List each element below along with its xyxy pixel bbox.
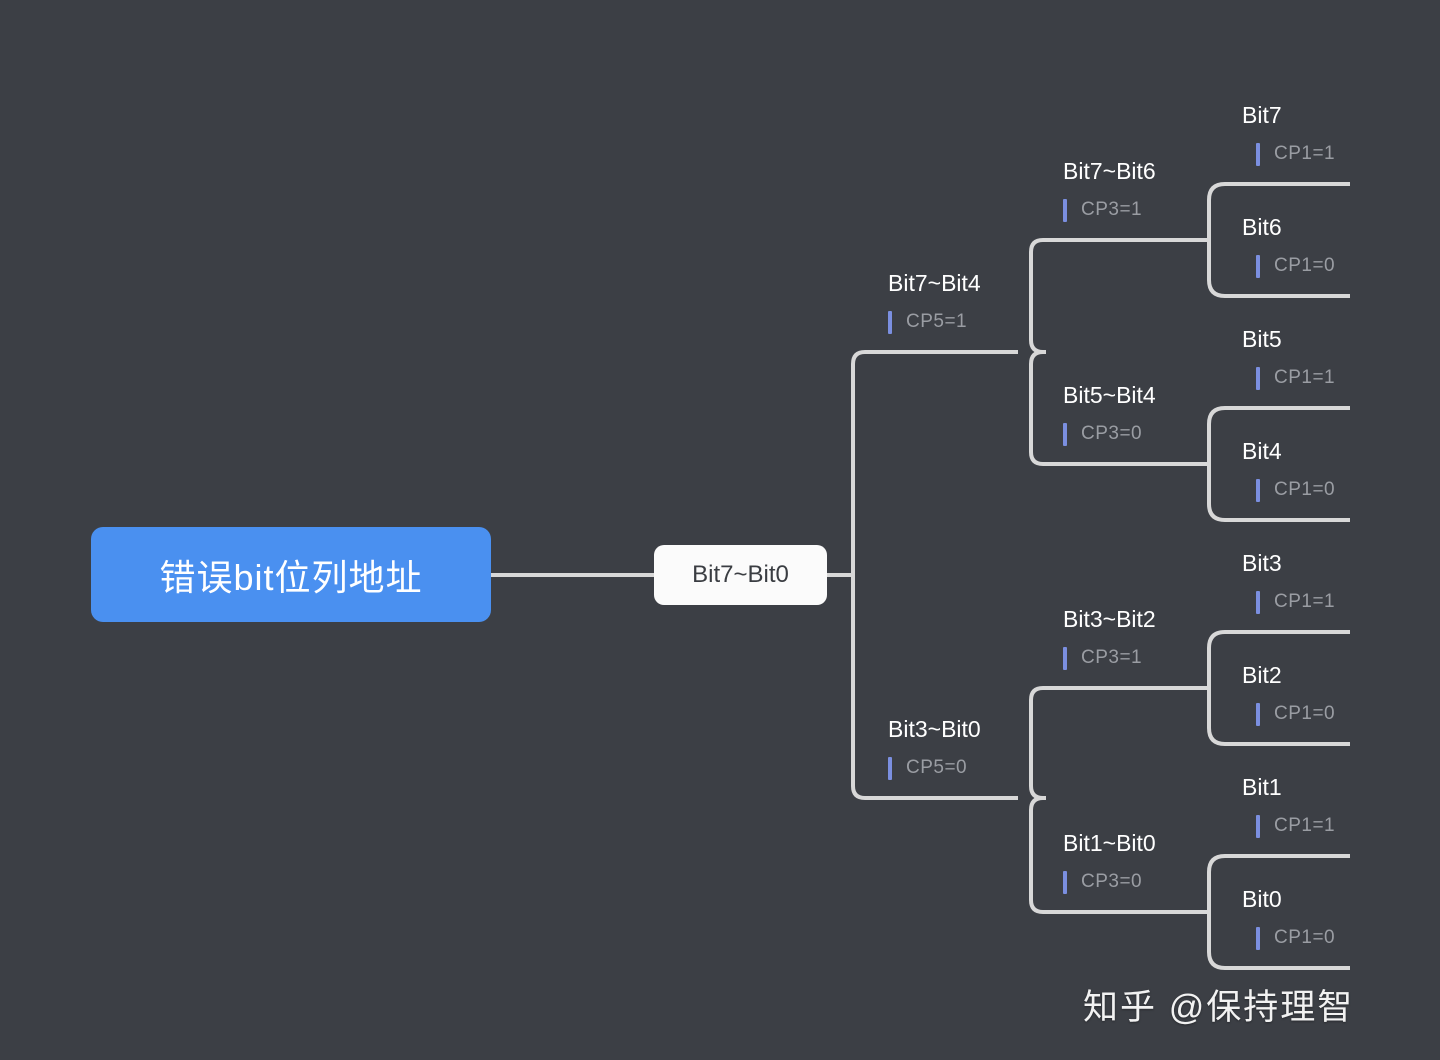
leaf-title: Bit6 [1242,214,1282,240]
leaf-sub-row: CP1=0 [1256,254,1335,278]
leaf-sub-row: CP1=1 [1256,590,1335,614]
leaf-sub-label: CP1=0 [1274,479,1336,500]
branch-title: Bit7~Bit6 [1063,158,1156,184]
branch-sub-label: CP5=1 [906,311,968,332]
root-node[interactable]: 错误bit位列地址 [91,527,491,622]
branch-bit1-bit0[interactable]: Bit1~Bit0 CP3=0 [1063,828,1156,894]
branch-bit3-bit2[interactable]: Bit3~Bit2 CP3=1 [1063,604,1156,670]
leaf-bit1[interactable]: Bit1 CP1=1 [1242,772,1335,838]
branch-bit7-bit4[interactable]: Bit7~Bit4 CP5=1 [888,268,981,334]
branch-title: Bit5~Bit4 [1063,382,1156,408]
accent-bar-icon [1256,142,1260,166]
branch-title: Bit3~Bit0 [888,716,981,742]
accent-bar-icon [1256,478,1260,502]
branch-sub-label: CP5=0 [906,757,968,778]
leaf-sub-row: CP1=0 [1256,478,1335,502]
branch-sub-row: CP3=1 [1063,646,1156,670]
accent-bar-icon [1063,646,1067,670]
branch-sub-row: CP3=0 [1063,422,1156,446]
branch-title: Bit7~Bit4 [888,270,981,296]
leaf-sub-label: CP1=0 [1274,703,1336,724]
branch-title: Bit1~Bit0 [1063,830,1156,856]
leaf-title: Bit7 [1242,102,1282,128]
node-bit7-bit0[interactable]: Bit7~Bit0 [654,545,827,605]
accent-bar-icon [888,310,892,334]
leaf-sub-label: CP1=1 [1274,367,1336,388]
leaf-bit0[interactable]: Bit0 CP1=0 [1242,884,1335,950]
leaf-sub-row: CP1=0 [1256,702,1335,726]
leaf-sub-label: CP1=0 [1274,255,1336,276]
leaf-title: Bit2 [1242,662,1282,688]
leaf-sub-row: CP1=1 [1256,814,1335,838]
branch-sub-row: CP3=0 [1063,870,1156,894]
accent-bar-icon [1256,926,1260,950]
accent-bar-icon [1256,590,1260,614]
leaf-bit7[interactable]: Bit7 CP1=1 [1242,100,1335,166]
branch-sub-row: CP5=0 [888,756,981,780]
branch-title: Bit3~Bit2 [1063,606,1156,632]
leaf-bit2[interactable]: Bit2 CP1=0 [1242,660,1335,726]
leaf-sub-label: CP1=1 [1274,591,1336,612]
accent-bar-icon [1256,814,1260,838]
leaf-title: Bit0 [1242,886,1282,912]
accent-bar-icon [888,756,892,780]
leaf-bit5[interactable]: Bit5 CP1=1 [1242,324,1335,390]
leaf-bit4[interactable]: Bit4 CP1=0 [1242,436,1335,502]
branch-bit7-bit6[interactable]: Bit7~Bit6 CP3=1 [1063,156,1156,222]
leaf-title: Bit1 [1242,774,1282,800]
leaf-title: Bit5 [1242,326,1282,352]
branch-sub-label: CP3=0 [1081,871,1143,892]
accent-bar-icon [1256,366,1260,390]
node-bit7-bit0-label: Bit7~Bit0 [692,561,789,588]
leaf-sub-row: CP1=0 [1256,926,1335,950]
branch-sub-label: CP3=1 [1081,199,1143,220]
leaf-sub-row: CP1=1 [1256,366,1335,390]
branch-bit5-bit4[interactable]: Bit5~Bit4 CP3=0 [1063,380,1156,446]
leaf-bit6[interactable]: Bit6 CP1=0 [1242,212,1335,278]
branch-bit3-bit0[interactable]: Bit3~Bit0 CP5=0 [888,714,981,780]
accent-bar-icon [1063,198,1067,222]
branch-sub-row: CP3=1 [1063,198,1156,222]
leaf-title: Bit4 [1242,438,1282,464]
root-node-label: 错误bit位列地址 [159,556,423,598]
accent-bar-icon [1256,254,1260,278]
branch-sub-row: CP5=1 [888,310,981,334]
leaf-title: Bit3 [1242,550,1282,576]
accent-bar-icon [1063,870,1067,894]
accent-bar-icon [1256,702,1260,726]
leaf-sub-label: CP1=0 [1274,927,1336,948]
watermark: 知乎 @保持理智 [1083,988,1355,1027]
leaf-bit3[interactable]: Bit3 CP1=1 [1242,548,1335,614]
leaf-sub-label: CP1=1 [1274,815,1336,836]
accent-bar-icon [1063,422,1067,446]
leaf-sub-row: CP1=1 [1256,142,1335,166]
leaf-sub-label: CP1=1 [1274,143,1336,164]
branch-sub-label: CP3=0 [1081,423,1143,444]
branch-sub-label: CP3=1 [1081,647,1143,668]
